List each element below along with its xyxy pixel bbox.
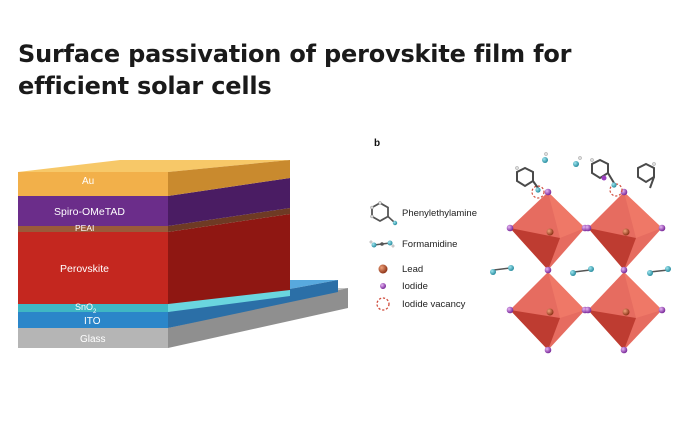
panel-label-b: b xyxy=(374,138,380,149)
legend-label-phenylethylamine: Phenylethylamine xyxy=(402,208,477,219)
layer-label-perovskite: Perovskite xyxy=(60,263,109,275)
device-stack: Au Spiro-OMeTAD PEAI Perovskite SnO2 ITO… xyxy=(18,160,348,348)
lead-atom-icon xyxy=(378,264,388,274)
layer-label-sno2: SnO2 xyxy=(75,302,97,315)
iodide-atom-icon xyxy=(380,283,386,289)
layer-label-ito: ITO xyxy=(84,316,101,327)
layer-label-peai: PEAI xyxy=(75,223,94,233)
crystal-structure-illustration xyxy=(490,152,671,354)
legend-label-lead: Lead xyxy=(402,264,423,275)
spiro-ometad-layer xyxy=(18,196,168,226)
legend-label-formamidine: Formamidine xyxy=(402,239,457,250)
formamidine-molecule-icon xyxy=(369,240,395,248)
perovskite-layer xyxy=(18,232,168,304)
phenylethylamine-molecule-icon xyxy=(370,201,398,226)
legend-label-iodide-vacancy: Iodide vacancy xyxy=(402,299,466,310)
legend-label-iodide: Iodide xyxy=(402,281,428,292)
au-layer xyxy=(18,172,168,196)
legend: Phenylethylamine Formamidine Lead Iodide… xyxy=(369,201,477,311)
page-title: Surface passivation of perovskite film f… xyxy=(18,40,572,100)
peai-layer xyxy=(18,226,168,232)
iodide-vacancy-icon xyxy=(376,297,390,311)
layer-label-glass: Glass xyxy=(80,334,106,345)
layer-label-au: Au xyxy=(82,176,94,187)
layer-label-spiro: Spiro-OMeTAD xyxy=(54,206,125,218)
